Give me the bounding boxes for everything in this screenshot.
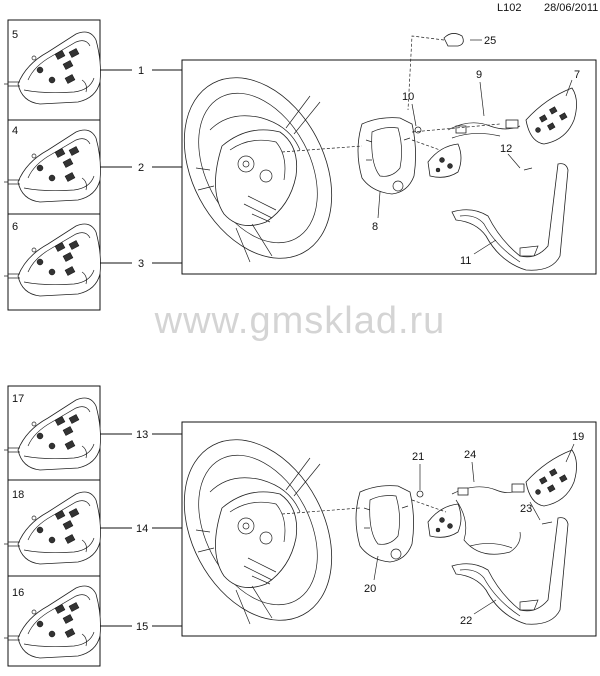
callout-1: 1 bbox=[138, 65, 144, 77]
callout-7: 7 bbox=[574, 69, 580, 81]
lower-trim-bottom bbox=[451, 517, 569, 625]
assembly-frame-bottom bbox=[181, 421, 597, 637]
top-assembly-group: 1 2 3 5 4 6 25 10 9 7 12 8 11 bbox=[3, 19, 597, 311]
watermark: www.gmsklad.ru bbox=[154, 300, 446, 342]
switch-pod-variant-4 bbox=[3, 129, 101, 203]
diagram-date: 28/06/2011 bbox=[544, 2, 599, 14]
callout-16: 16 bbox=[12, 587, 24, 599]
callout-2: 2 bbox=[138, 162, 144, 174]
diagram-code: L102 bbox=[497, 2, 522, 14]
screw-23 bbox=[541, 521, 553, 525]
callout-5: 5 bbox=[12, 29, 18, 41]
left-switch-bottom bbox=[427, 503, 462, 538]
steering-wheel-bottom bbox=[154, 413, 362, 647]
callout-25: 25 bbox=[484, 35, 496, 47]
switch-pod-variant-5 bbox=[3, 31, 101, 105]
callout-15: 15 bbox=[136, 621, 148, 633]
center-module-top bbox=[357, 117, 417, 195]
callout-3: 3 bbox=[138, 258, 144, 270]
callout-23: 23 bbox=[520, 503, 532, 515]
switch-pod-variant-18 bbox=[3, 491, 101, 565]
callout-18: 18 bbox=[12, 489, 24, 501]
right-switch-top bbox=[525, 87, 577, 145]
switch-pod-variant-17 bbox=[3, 397, 101, 471]
wiring-harness-top bbox=[447, 122, 521, 139]
callout-9: 9 bbox=[476, 69, 482, 81]
callout-10: 10 bbox=[402, 91, 414, 103]
right-switch-bottom bbox=[525, 449, 577, 507]
switch-pod-variant-6 bbox=[3, 223, 101, 297]
callout-20: 20 bbox=[364, 583, 376, 595]
callout-19: 19 bbox=[572, 431, 584, 443]
screw-21 bbox=[416, 490, 424, 498]
callout-6: 6 bbox=[12, 221, 18, 233]
callout-21: 21 bbox=[412, 451, 424, 463]
bottom-assembly-group: 13 14 15 17 18 16 21 24 19 23 20 22 bbox=[3, 385, 597, 667]
center-module-bottom bbox=[355, 485, 415, 563]
callout-11: 11 bbox=[460, 255, 471, 267]
callout-17: 17 bbox=[12, 393, 24, 405]
wiring-harness-bottom bbox=[451, 486, 523, 555]
clip-25 bbox=[443, 33, 464, 47]
callout-12: 12 bbox=[500, 143, 512, 155]
callout-14: 14 bbox=[136, 523, 148, 535]
callout-8: 8 bbox=[372, 221, 378, 233]
callout-4: 4 bbox=[12, 125, 18, 137]
steering-wheel-top bbox=[154, 51, 362, 285]
callout-13: 13 bbox=[136, 429, 148, 441]
callout-22: 22 bbox=[460, 615, 472, 627]
screw-12 bbox=[523, 167, 533, 171]
callout-24: 24 bbox=[464, 449, 476, 461]
left-switch-top bbox=[427, 143, 462, 178]
screw-10 bbox=[414, 126, 422, 134]
